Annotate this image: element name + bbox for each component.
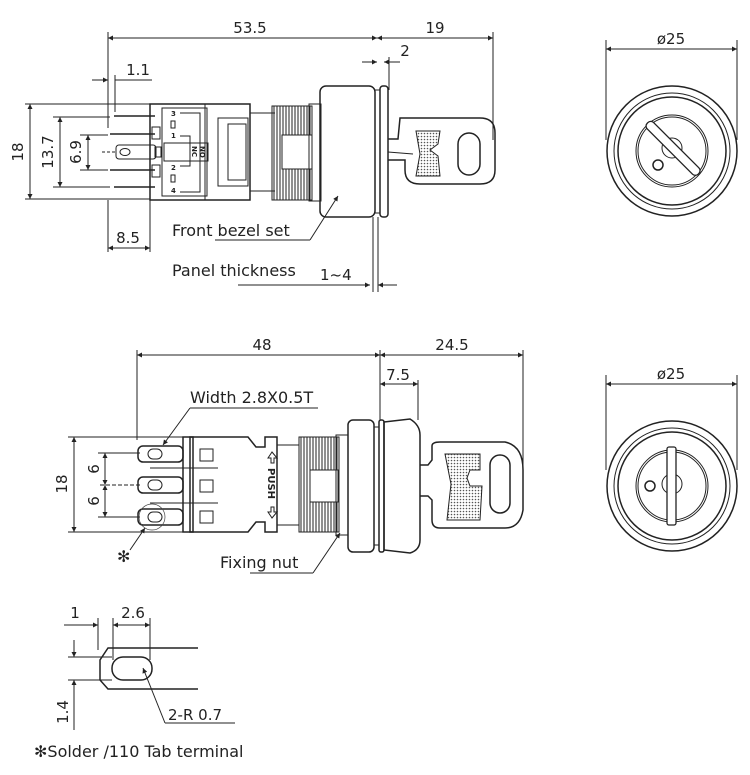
dim-pin-offset: 1.1 (126, 61, 150, 79)
footnote-marker: ✻ (34, 742, 48, 761)
label-fixing-nut: Fixing nut (220, 553, 298, 572)
dim-diameter-top: ø25 (657, 30, 685, 48)
top-side-view: 53.5 19 2 1.1 18 13.7 6.9 (9, 19, 496, 292)
terminal-mark-2: 2 (171, 164, 176, 172)
dim-diameter-bottom: ø25 (657, 365, 685, 383)
footnote: ✻Solder /110 Tab terminal (34, 742, 243, 761)
solder-note-marker: ✻ (117, 547, 130, 566)
panel-thickness-range: 1~4 (320, 266, 352, 284)
fixing-nut-top (271, 103, 322, 202)
bottom-front-view: ø25 (605, 365, 738, 552)
dim-pitch-upper: 6 (85, 464, 103, 474)
front-bezel-bottom (347, 418, 421, 554)
top-front-view: ø25 (605, 30, 738, 217)
dim-height-total-bottom: 18 (53, 474, 71, 493)
fixing-nut-bottom (298, 434, 349, 536)
arrow-down-icon (267, 451, 279, 464)
terminal-pins (102, 115, 162, 188)
dim-hole-length: 2.6 (121, 604, 145, 622)
arrow-up-icon (267, 506, 279, 519)
dim-tip: 1 (70, 604, 80, 622)
dim-bezel-bottom: 7.5 (386, 366, 410, 384)
label-radius: 2-R 0.7 (168, 706, 222, 724)
key-bottom (420, 441, 524, 529)
dim-height-inner-pins: 6.9 (67, 140, 85, 164)
switch-body-bottom: PUSH (182, 436, 300, 533)
dim-overall-length-bottom: 48 (252, 336, 271, 354)
tab-terminals (137, 445, 218, 531)
dim-key-protrusion-bottom: 24.5 (435, 336, 468, 354)
terminal-mark-4: 4 (171, 187, 176, 195)
push-label: PUSH (265, 468, 276, 499)
front-bezel-top (319, 85, 389, 218)
dim-hole-width: 1.4 (54, 700, 72, 724)
switch-body: 3 1 NC NO 2 4 (149, 103, 275, 201)
a-mark-icon (652, 159, 664, 171)
terminal-mark-3: 3 (171, 110, 176, 118)
dim-bezel: 2 (400, 42, 410, 60)
terminal-detail: 1 2.6 1.4 2-R 0.7 (54, 604, 235, 730)
key-top (387, 117, 496, 185)
terminal-mark-nc: NC (190, 146, 198, 157)
dim-overall-length: 53.5 (233, 19, 266, 37)
dim-height-total: 18 (9, 142, 27, 161)
label-terminal-width: Width 2.8X0.5T (190, 388, 313, 407)
label-front-bezel-set: Front bezel set (172, 221, 290, 240)
terminal-mark-no: NO (198, 146, 206, 158)
footnote-text: Solder /110 Tab terminal (47, 742, 244, 761)
dim-key-protrusion: 19 (425, 19, 444, 37)
a-mark-icon (644, 480, 656, 492)
bottom-side-view: 48 24.5 7.5 Width 2.8X0.5T 18 6 6 (53, 336, 524, 574)
label-panel-thickness: Panel thickness (172, 261, 296, 280)
dim-terminal-length: 8.5 (116, 229, 140, 247)
dim-height-outer-pins: 13.7 (39, 135, 57, 168)
dim-pitch-lower: 6 (85, 496, 103, 506)
terminal-mark-1: 1 (171, 132, 176, 140)
